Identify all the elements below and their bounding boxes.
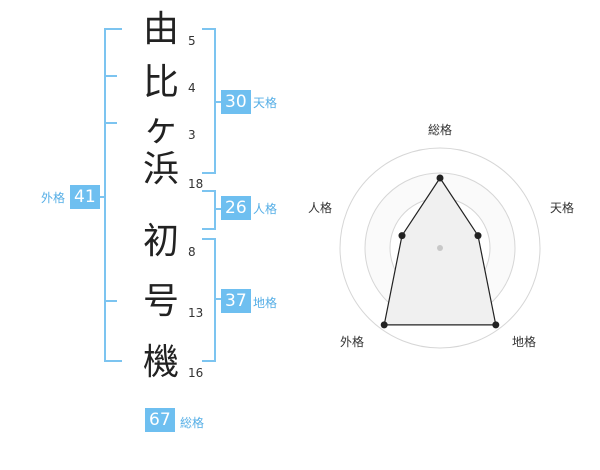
radar-label-tenkaku: 天格 xyxy=(550,200,574,215)
bracket-connector xyxy=(215,101,222,103)
stroke-count-4: 18 xyxy=(188,177,204,191)
stroke-count-1: 5 xyxy=(188,34,196,48)
bracket-tick xyxy=(105,75,117,77)
name-char-5: 初 xyxy=(142,221,179,262)
radar-point-chikaku xyxy=(492,321,500,329)
bracket-tick xyxy=(105,300,117,302)
name-char-2: 比 xyxy=(142,62,179,103)
stroke-count-2: 4 xyxy=(188,81,196,95)
soukaku-label: 総格 xyxy=(180,416,205,430)
radar-point-soukaku xyxy=(436,174,444,182)
gaikaku-bracket xyxy=(104,28,122,362)
jinkaku-label: 人格 xyxy=(253,202,278,216)
gaikaku-label: 外格 xyxy=(41,191,66,205)
tenkaku-label: 天格 xyxy=(253,96,278,110)
stroke-count-3: 3 xyxy=(188,128,196,142)
name-char-3: ヶ xyxy=(142,108,179,149)
chikaku-bracket xyxy=(202,238,216,362)
name-char-6: 号 xyxy=(142,281,179,322)
radar-point-tenkaku xyxy=(474,232,482,240)
bracket-tick xyxy=(105,122,117,124)
name-char-7: 機 xyxy=(142,342,179,383)
stroke-count-6: 13 xyxy=(188,306,204,320)
bracket-connector xyxy=(215,298,222,300)
jinkaku-bracket xyxy=(202,190,216,230)
name-char-1: 由 xyxy=(142,9,179,50)
radar-label-chikaku: 地格 xyxy=(512,334,536,349)
jinkaku-score: 26 xyxy=(221,196,251,220)
radar-polygon xyxy=(383,176,497,326)
name-char-4: 浜 xyxy=(142,149,179,190)
radar-label-gaikaku: 外格 xyxy=(340,334,364,349)
radar-label-jinkaku: 人格 xyxy=(308,200,332,215)
radar-point-gaikaku xyxy=(380,321,388,329)
fortune-radar-chart: 総格 天格 地格 外格 人格 xyxy=(308,122,574,349)
tenkaku-score: 30 xyxy=(221,90,251,114)
soukaku-score: 67 xyxy=(145,408,175,432)
stroke-count-7: 16 xyxy=(188,366,204,380)
chikaku-label: 地格 xyxy=(253,296,278,310)
radar-label-soukaku: 総格 xyxy=(428,122,452,137)
stroke-count-5: 8 xyxy=(188,245,196,259)
bracket-connector xyxy=(215,208,222,210)
bracket-connector xyxy=(98,196,105,198)
gaikaku-score: 41 xyxy=(70,185,100,209)
radar-point-jinkaku xyxy=(398,232,406,240)
chikaku-score: 37 xyxy=(221,289,251,313)
radar-center-dot xyxy=(437,245,443,251)
tenkaku-bracket xyxy=(202,28,216,174)
radar-points xyxy=(380,174,500,329)
